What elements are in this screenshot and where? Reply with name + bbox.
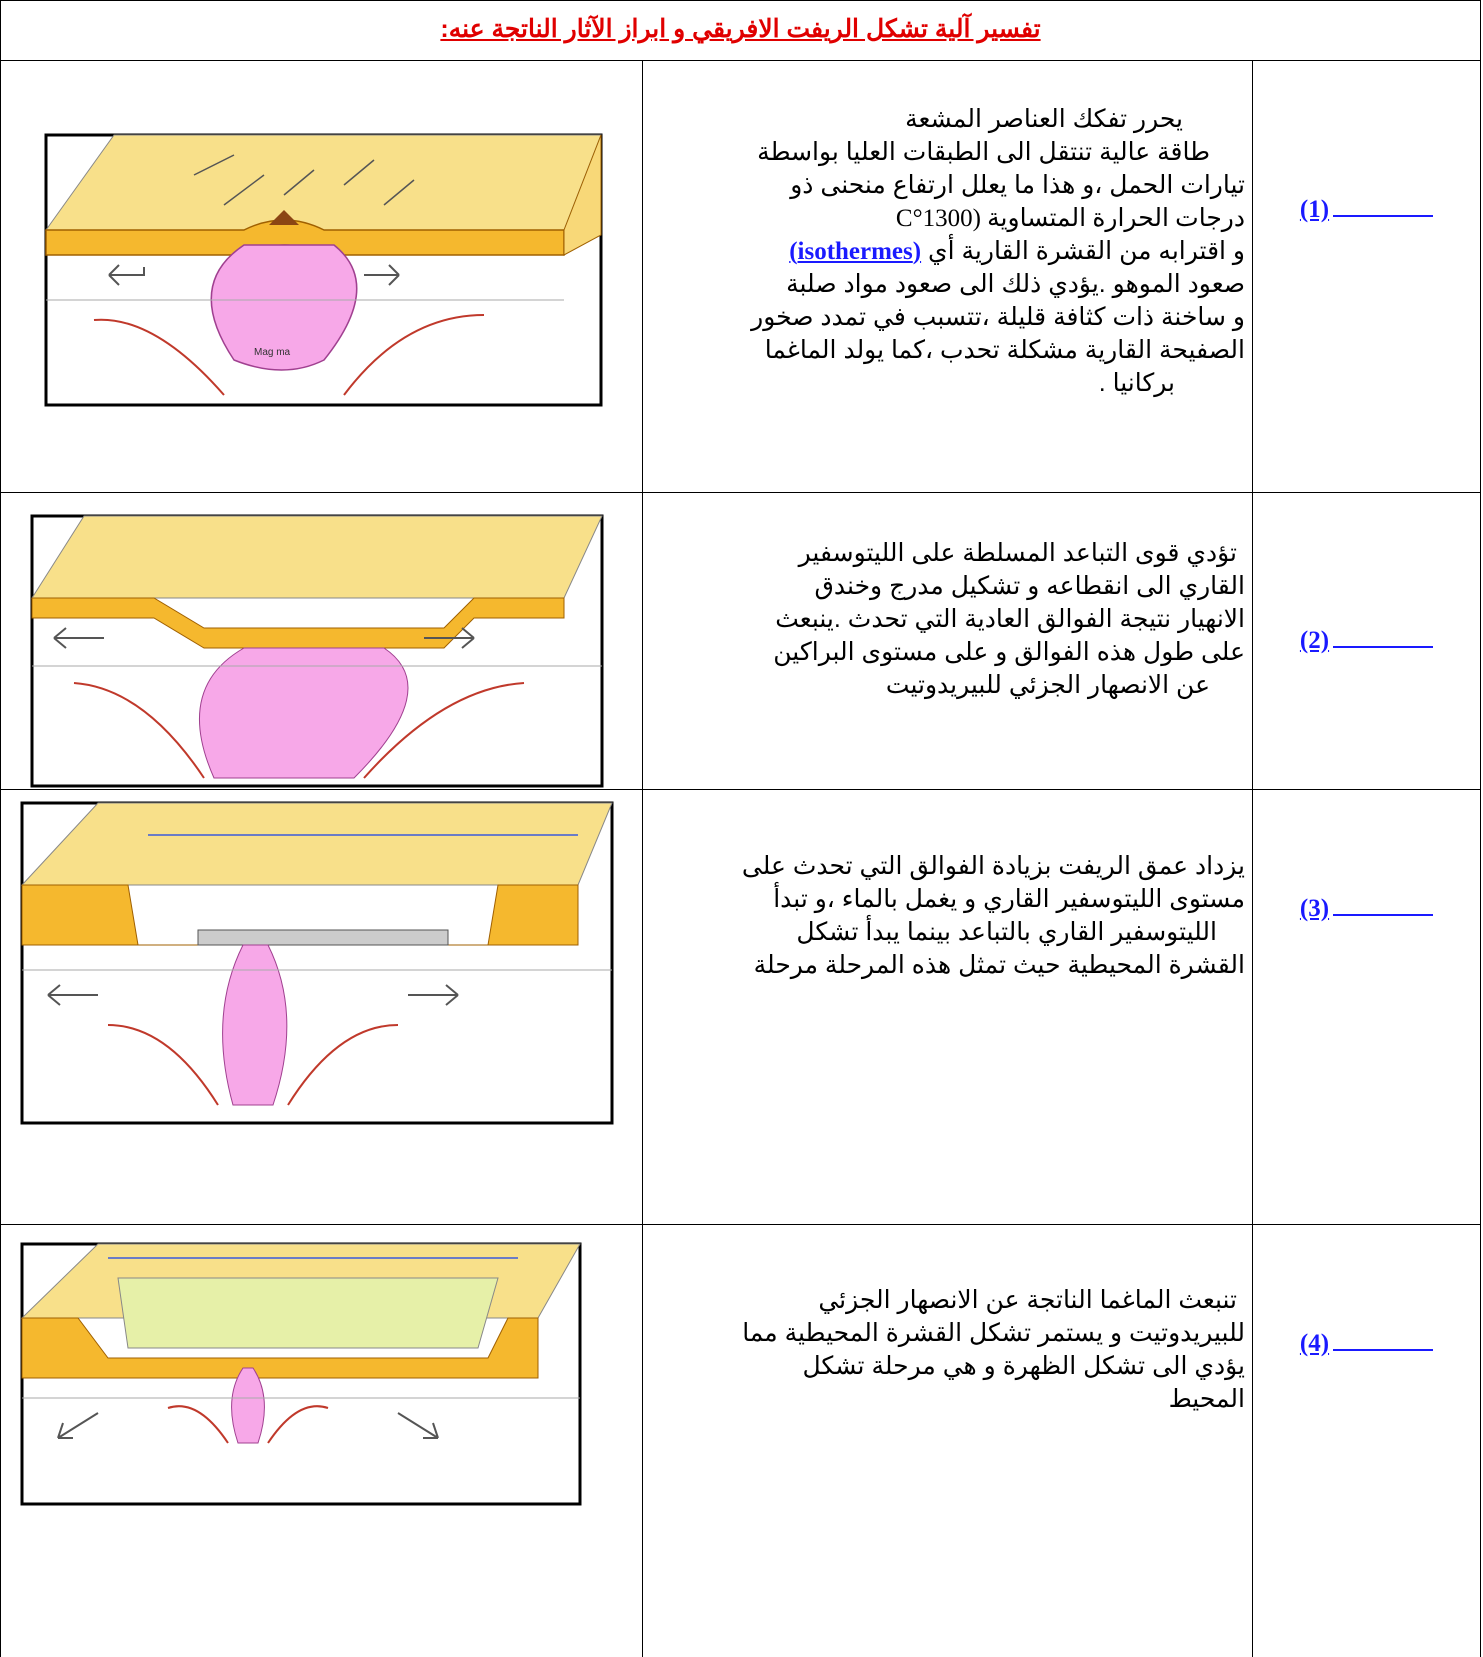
text-line: تؤدي قوى التباعد المسلطة على الليتوسفير	[660, 537, 1245, 570]
title-bar: تفسير آلية تشكل الريفت الافريقي و ابراز …	[0, 0, 1481, 61]
text-line: المحيط	[660, 1383, 1245, 1416]
text-line: القاري الى انقطاعه و تشكيل مدرج وخندق	[660, 570, 1245, 603]
isothermes-term: (isothermes)	[789, 238, 921, 265]
text-line: درجات الحرارة المتساوية (1300°C	[660, 202, 1245, 235]
step-number: (2)	[1252, 627, 1481, 655]
step-description: تؤدي قوى التباعد المسلطة على الليتوسفير …	[660, 537, 1245, 702]
step-number: (4)	[1252, 1330, 1481, 1358]
step-description: يحرر تفكك العناصر المشعة طاقة عالية تنتق…	[660, 103, 1245, 400]
text-line: الليتوسفير القاري بالتباعد بينما يبدأ تش…	[660, 916, 1245, 949]
rift-stage-2-diagram	[24, 508, 614, 790]
text-line: الصفيحة القارية مشكلة تحدب ،كما يولد الم…	[660, 334, 1245, 367]
text-line: عن الانصهار الجزئي للبيريدوتيت	[660, 669, 1245, 702]
text-line: مستوى الليتوسفير القاري و يغمل بالماء ،و…	[660, 883, 1245, 916]
text-line: بركانيا .	[660, 367, 1245, 400]
text-line: و اقترابه من القشرة القارية أي (isotherm…	[660, 235, 1245, 268]
page-title: تفسير آلية تشكل الريفت الافريقي و ابراز …	[1, 14, 1480, 44]
rift-stage-3-diagram	[18, 795, 616, 1130]
text-line: تيارات الحمل ،و هذا ما يعلل ارتفاع منحنى…	[660, 169, 1245, 202]
text-line: و ساخنة ذات كثافة قليلة ،تتسبب في تمدد ص…	[660, 301, 1245, 334]
step-number: (1)	[1252, 196, 1481, 224]
text-line: يزداد عمق الريفت بزيادة الفوالق التي تحد…	[660, 850, 1245, 883]
text-line: صعود الموهو .يؤدي ذلك الى صعود مواد صلبة	[660, 268, 1245, 301]
step-description: تنبعث الماغما الناتجة عن الانصهار الجزئي…	[660, 1284, 1245, 1416]
step-number: (3)	[1252, 895, 1481, 923]
text-line: على طول هذه الفوالق و على مستوى البراكين	[660, 636, 1245, 669]
text-line: طاقة عالية تنتقل الى الطبقات العليا بواس…	[660, 136, 1245, 169]
magma-label: Mag ma	[254, 347, 291, 358]
text-line: الانهيار نتيجة الفوالق العادية التي تحدث…	[660, 603, 1245, 636]
rift-stage-4-diagram	[18, 1238, 588, 1508]
text-line: يؤدي الى تشكل الظهرة و هي مرحلة تشكل	[660, 1350, 1245, 1383]
text-line: القشرة المحيطية حيث تمثل هذه المرحلة مرح…	[660, 949, 1245, 982]
text-line: يحرر تفكك العناصر المشعة	[660, 103, 1245, 136]
rift-stage-1-diagram: Mag ma	[44, 115, 604, 415]
text-line: تنبعث الماغما الناتجة عن الانصهار الجزئي	[660, 1284, 1245, 1317]
step-description: يزداد عمق الريفت بزيادة الفوالق التي تحد…	[660, 850, 1245, 982]
text-line: للبيريدوتيت و يستمر تشكل القشرة المحيطية…	[660, 1317, 1245, 1350]
